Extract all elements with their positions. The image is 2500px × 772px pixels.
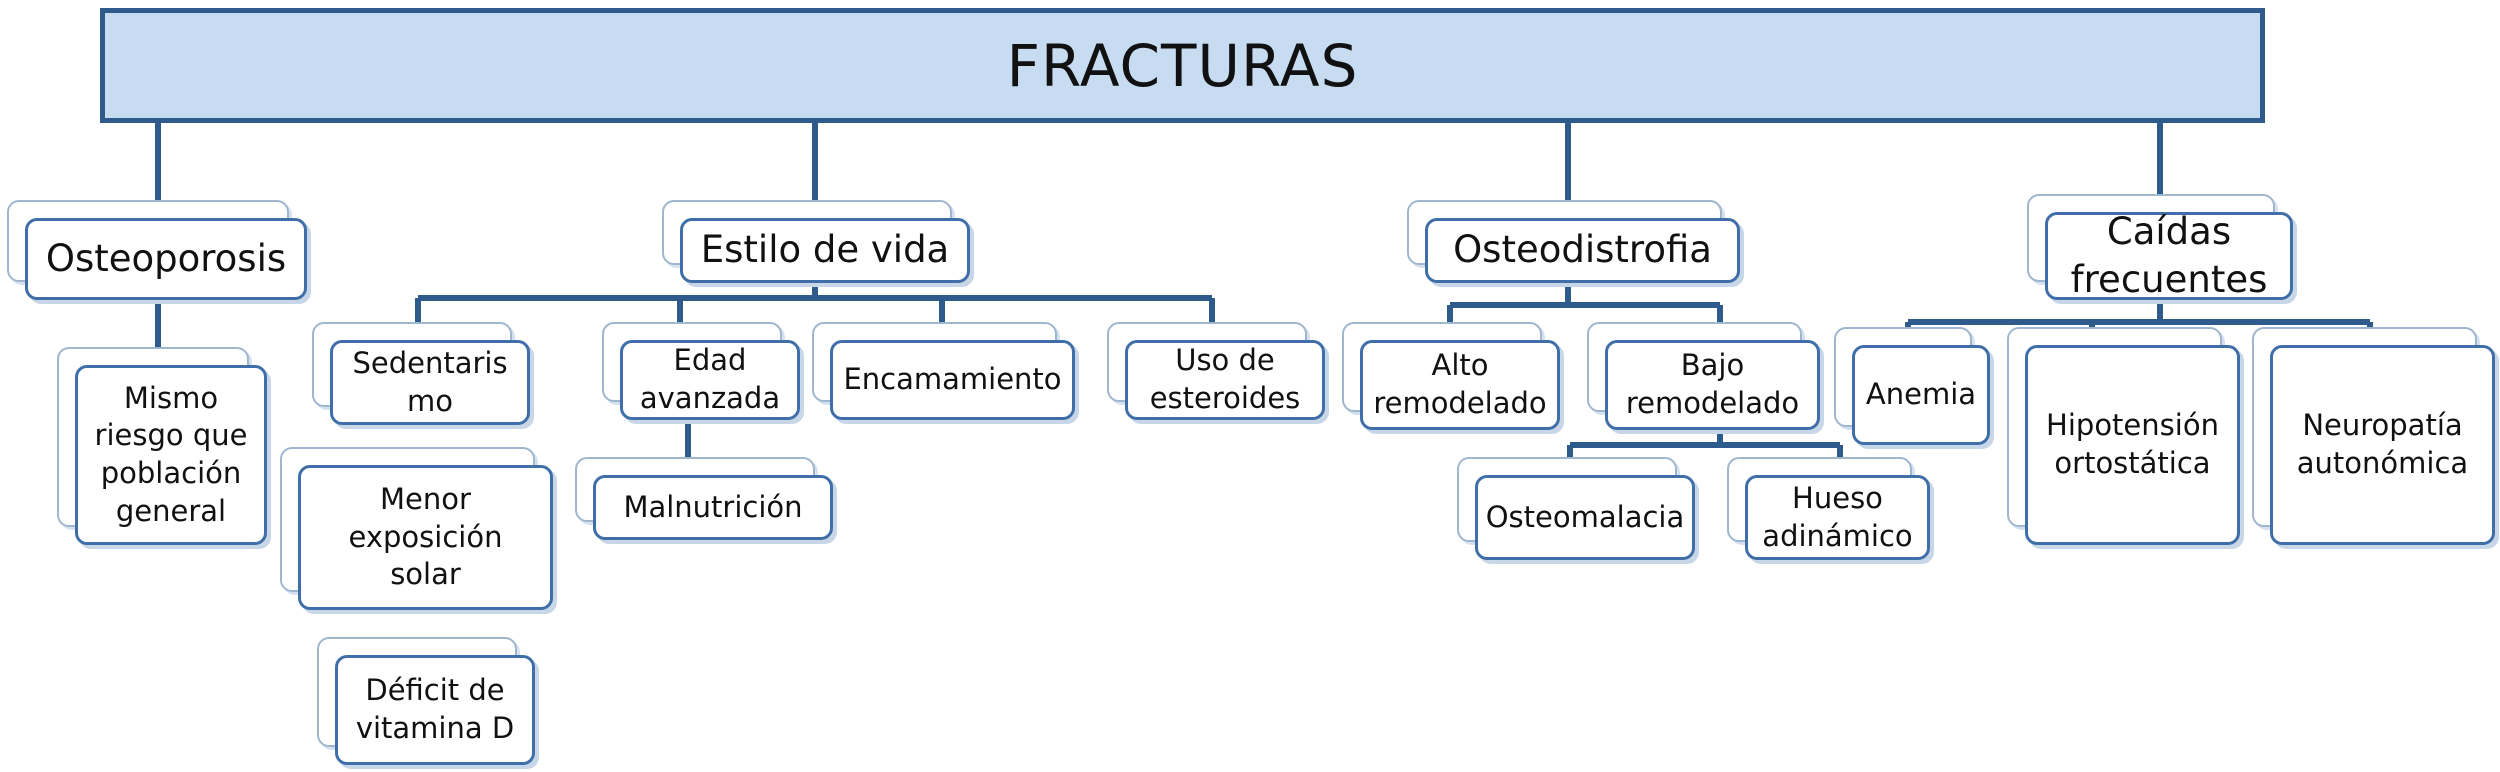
node-label: Neuropatía autonómica	[2270, 345, 2495, 545]
node-encamamiento: Encamamiento	[812, 322, 1075, 420]
node-label: Encamamiento	[830, 340, 1075, 420]
node-label: Anemia	[1852, 345, 1990, 445]
node-label: Osteoporosis	[25, 218, 307, 300]
node-osteomalacia: Osteomalacia	[1457, 457, 1695, 560]
node-label: Edad avanzada	[620, 340, 800, 420]
node-neuropatia-autonomica: Neuropatía autonómica	[2252, 327, 2495, 545]
node-sedentarismo: Sedentaris mo	[312, 322, 530, 425]
node-menor-exposicion-solar: Menor exposición solar	[280, 447, 553, 610]
node-mismo-riesgo: Mismo riesgo que población general	[57, 347, 267, 545]
node-label: Estilo de vida	[680, 218, 970, 283]
node-label: Osteodistrofia	[1425, 218, 1740, 283]
diagram-title: FRACTURAS	[100, 8, 2265, 123]
node-label: Menor exposición solar	[298, 465, 553, 610]
node-label: Mismo riesgo que población general	[75, 365, 267, 545]
node-bajo-remodelado: Bajo remodelado	[1587, 322, 1820, 430]
node-estilo-de-vida: Estilo de vida	[662, 200, 970, 283]
node-label: Malnutrición	[593, 475, 833, 540]
node-label: Sedentaris mo	[330, 340, 530, 425]
node-hueso-adinamico: Hueso adinámico	[1727, 457, 1930, 560]
node-label: Bajo remodelado	[1605, 340, 1820, 430]
node-label: Alto remodelado	[1360, 340, 1560, 430]
node-hipotension-ortostatica: Hipotensión ortostática	[2007, 327, 2240, 545]
node-alto-remodelado: Alto remodelado	[1342, 322, 1560, 430]
node-caidas-frecuentes: Caídas frecuentes	[2027, 194, 2293, 301]
node-anemia: Anemia	[1834, 327, 1990, 445]
node-deficit-vitamina-d: Déficit de vitamina D	[317, 637, 535, 765]
node-osteodistrofia: Osteodistrofia	[1407, 200, 1740, 283]
node-osteoporosis: Osteoporosis	[7, 200, 307, 300]
node-label: Uso de esteroides	[1125, 340, 1325, 420]
node-edad-avanzada: Edad avanzada	[602, 322, 800, 420]
node-uso-de-esteroides: Uso de esteroides	[1107, 322, 1325, 420]
node-malnutricion: Malnutrición	[575, 457, 833, 540]
node-label: Déficit de vitamina D	[335, 655, 535, 765]
node-label: Caídas frecuentes	[2045, 210, 2293, 301]
node-label: Hueso adinámico	[1745, 475, 1930, 560]
node-label: Hipotensión ortostática	[2025, 345, 2240, 545]
node-label: Osteomalacia	[1475, 475, 1695, 560]
